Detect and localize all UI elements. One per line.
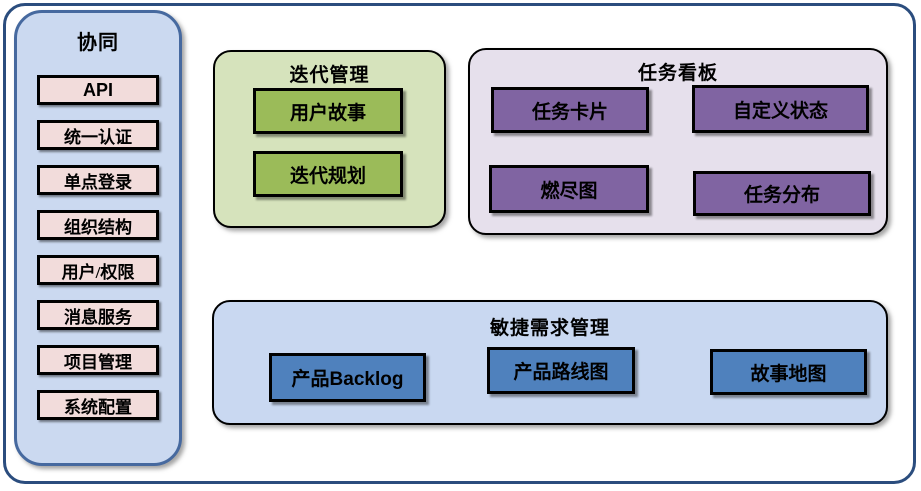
task-board-title: 任务看板	[637, 63, 718, 84]
sidebar-item-org-structure: 组织结构	[37, 210, 159, 240]
collaboration-panel-items: API 统一认证 单点登录 组织结构 用户/权限 消息服务 项目管理 系统配置	[37, 75, 159, 420]
item-user-story: 用户故事	[253, 88, 403, 134]
sidebar-item-user-permissions: 用户/权限	[37, 255, 159, 285]
item-story-map: 故事地图	[710, 349, 867, 395]
collaboration-panel-title: 协同	[77, 32, 119, 54]
iteration-management-title: 迭代管理	[289, 65, 370, 86]
item-custom-status: 自定义状态	[692, 85, 869, 133]
sidebar-item-message-service: 消息服务	[37, 300, 159, 330]
item-task-card: 任务卡片	[491, 87, 649, 133]
sidebar-item-sso: 单点登录	[37, 165, 159, 195]
item-burndown-chart: 燃尽图	[489, 165, 649, 213]
agile-requirements-title: 敏捷需求管理	[489, 318, 610, 339]
agile-requirements-group: 敏捷需求管理 产品Backlog 产品路线图 故事地图	[212, 300, 888, 425]
sidebar-item-api: API	[37, 75, 159, 105]
item-task-distribution: 任务分布	[693, 171, 871, 216]
item-iteration-planning: 迭代规划	[253, 151, 403, 197]
collaboration-panel: 协同 API 统一认证 单点登录 组织结构 用户/权限 消息服务 项目管理 系统…	[14, 10, 182, 466]
sidebar-item-project-management: 项目管理	[37, 345, 159, 375]
task-board-group: 任务看板 任务卡片 自定义状态 燃尽图 任务分布	[468, 48, 888, 235]
sidebar-item-unified-auth: 统一认证	[37, 120, 159, 150]
item-product-backlog: 产品Backlog	[269, 353, 426, 402]
iteration-management-group: 迭代管理 用户故事 迭代规划	[213, 50, 446, 228]
item-product-roadmap: 产品路线图	[487, 347, 635, 394]
sidebar-item-system-config: 系统配置	[37, 390, 159, 420]
